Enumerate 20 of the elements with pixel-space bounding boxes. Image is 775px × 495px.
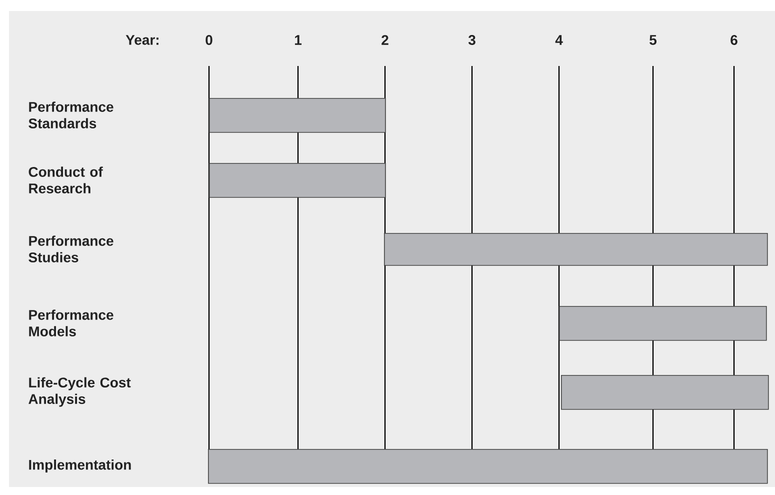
bar [208,449,768,484]
bar [559,306,767,341]
task-label: Implementation [29,459,131,473]
bar [561,375,769,410]
axis-title: Year: [126,35,158,45]
tick-label: 0 [206,35,212,45]
tick-label: 6 [730,35,738,45]
tick-label: 4 [555,35,563,45]
task-label: Performance Standards [28,102,114,128]
task-label: Performance Models [29,310,114,336]
tick-label: 2 [382,35,388,45]
tick-label: 1 [295,35,302,45]
task-label: Performance Studies [28,236,114,262]
tick-label: 5 [650,35,657,45]
task-label: Conduct of Research [28,166,103,194]
bar [209,98,386,133]
bar [384,233,768,266]
bar [209,163,386,198]
tick-label: 3 [468,35,476,45]
task-label: Life-Cycle Cost Analysis [28,377,131,407]
